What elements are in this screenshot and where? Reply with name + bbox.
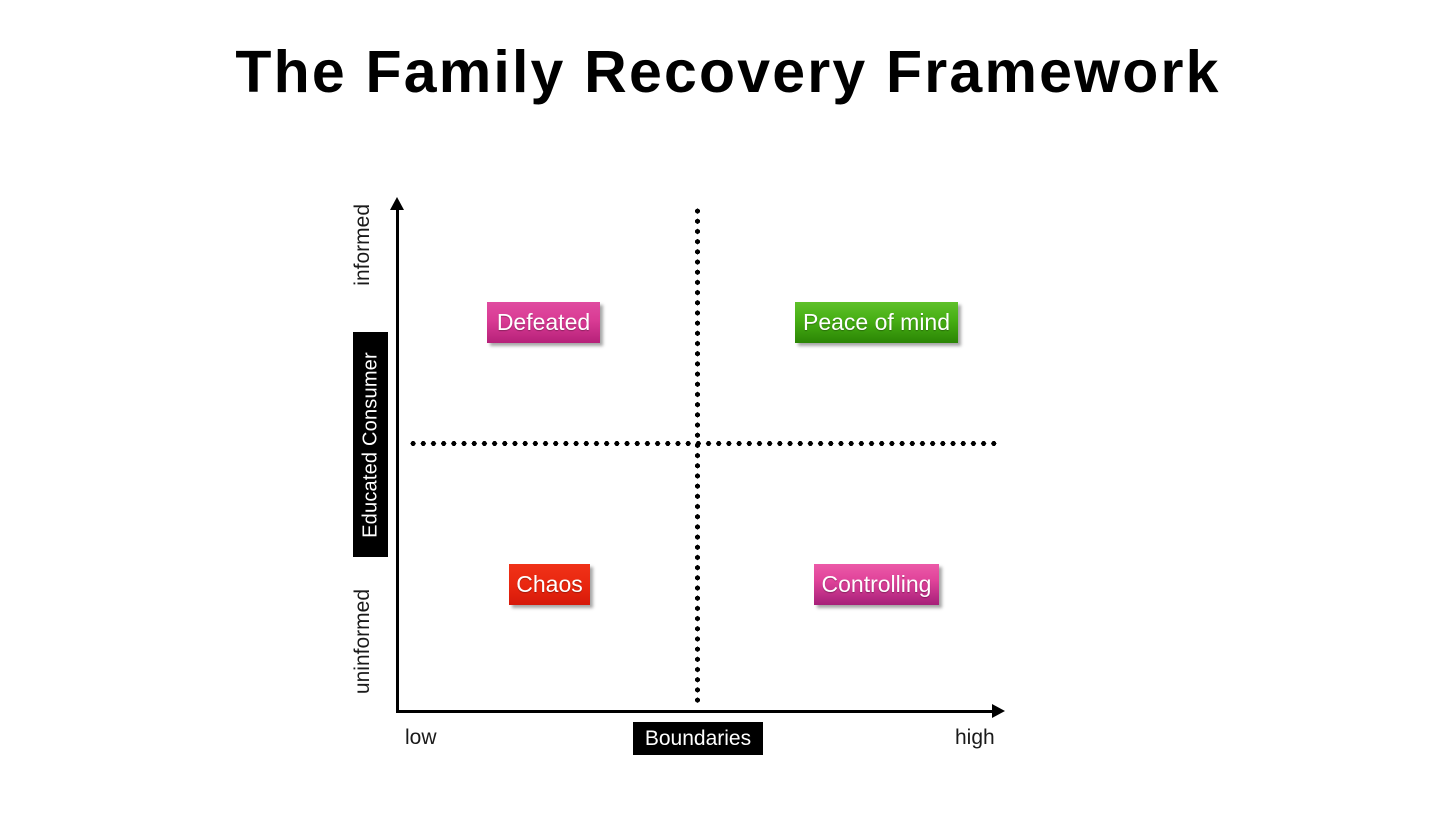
page-title: The Family Recovery Framework — [235, 39, 1221, 105]
y-axis-line — [396, 207, 399, 712]
y-axis-title-text: Educated Consumer — [359, 351, 381, 538]
x-axis-label-low: low — [405, 726, 437, 749]
quadrant-label-chaos: Chaos — [509, 564, 590, 605]
y-axis-label-uninformed: uninformed — [351, 589, 374, 695]
x-axis-arrowhead-icon — [992, 704, 1005, 718]
x-axis-title-chip: Boundaries — [633, 722, 763, 755]
y-axis-label-informed: informed — [351, 204, 374, 286]
x-axis-line — [396, 710, 996, 713]
vertical-divider-dotted-line — [695, 206, 700, 706]
quadrant-label-peace-of-mind: Peace of mind — [795, 302, 958, 343]
quadrant-label-defeated: Defeated — [487, 302, 600, 343]
y-axis-title-chip: Educated Consumer — [353, 332, 388, 557]
horizontal-divider-dotted-line — [408, 441, 1000, 446]
quadrant-label-controlling: Controlling — [814, 564, 939, 605]
y-axis-arrowhead-icon — [390, 197, 404, 210]
x-axis-label-high: high — [955, 726, 995, 749]
